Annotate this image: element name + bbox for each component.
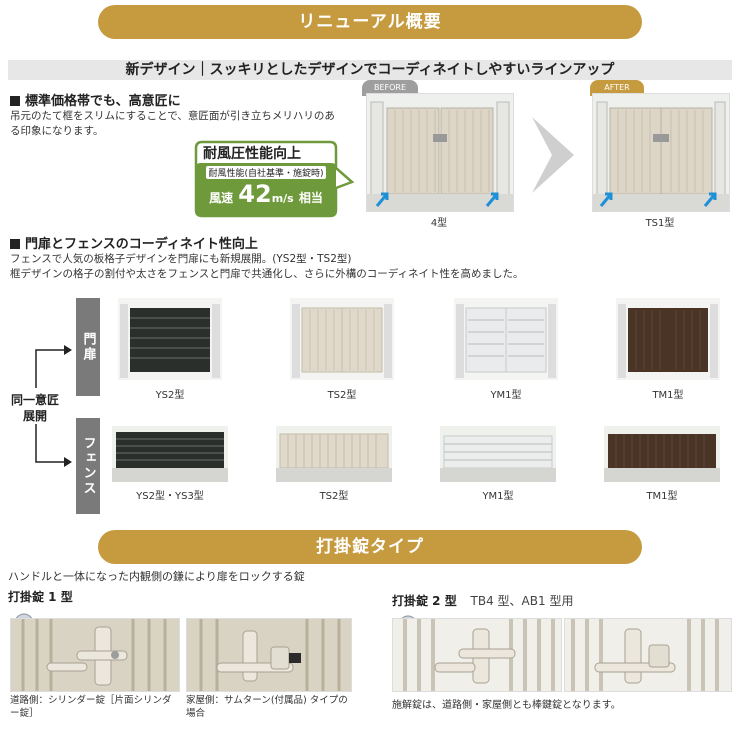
fence-caption: TS2型 <box>319 491 349 502</box>
fence-caption: TM1型 <box>646 491 678 502</box>
lock2-title: 打掛錠 2 型 <box>392 594 457 608</box>
description-common-frame: 框デザインの格子の割付や太さをフェンスと門扉で共通化し、さらに外構のコーディネイ… <box>10 268 524 280</box>
description-slim-frame: 吊元のたて框をスリムにすることで、意匠面が引き立ちメリハリのある印象になります。 <box>10 110 335 137</box>
bullet-square-icon <box>10 96 20 106</box>
before-gate-photo <box>366 93 514 212</box>
after-gate-illustration <box>593 94 729 211</box>
wind-prefix: 風速 <box>209 191 234 205</box>
lock2-road-illustration <box>393 619 561 691</box>
lock2-house-illustration <box>565 619 731 691</box>
heading-coordinate: 門扉とフェンスのコーディネイト性向上 <box>10 233 258 252</box>
wind-value-row: 風速 42m/s 相当 <box>196 180 336 208</box>
tab-gate: 門扉 <box>76 298 100 396</box>
lock1-house-side-photo <box>186 618 352 692</box>
lock1-road-illustration <box>11 619 179 691</box>
gate-card: TM1型 <box>616 298 720 401</box>
section-title-lock: 打掛錠タイプ <box>98 530 642 564</box>
fence-card: TS2型 <box>276 426 392 502</box>
gate-card: YM1型 <box>454 298 558 401</box>
wind-value: 42 <box>238 180 272 208</box>
after-caption: TS1型 <box>645 218 675 229</box>
gate-card: YS2型 <box>118 298 222 401</box>
description-new-lineup: フェンスで人気の板格子デザインを門扉にも新規展開。(YS2型・TS2型) <box>10 253 352 265</box>
after-badge: AFTER <box>590 80 644 96</box>
lock1-house-caption: 家屋側：サムターン(付属品) タイプの場合 <box>186 695 348 719</box>
fence-row: YS2型・YS3型 TS2型 YM1型 <box>112 426 730 506</box>
wind-suffix: 相当 <box>298 191 323 205</box>
gate-caption: YM1型 <box>490 390 522 401</box>
before-caption: 4型 <box>430 218 448 229</box>
gate-caption: YS2型 <box>155 390 185 401</box>
before-badge: BEFORE <box>362 80 418 96</box>
same-design-label: 同一意匠 展開 <box>10 393 59 423</box>
section-title-renewal: リニューアル概要 <box>98 5 642 39</box>
heading-high-design: 標準価格帯でも、高意匠に <box>10 90 181 109</box>
gate-card: TS2型 <box>290 298 394 401</box>
lock2-title-row: 打掛錠 2 型 TB4 型、AB1 型用 <box>392 592 573 609</box>
wind-unit: m/s <box>271 192 294 205</box>
gate-caption: TM1型 <box>652 390 684 401</box>
lock2-house-side-photo <box>564 618 732 692</box>
gate-illustration-ys2 <box>118 298 222 380</box>
fence-illustration-tm1 <box>604 426 720 482</box>
fence-card: YS2型・YS3型 <box>112 426 228 502</box>
gate-illustration-tm1 <box>616 298 720 380</box>
gate-illustration-ym1 <box>454 298 558 380</box>
wind-sub: 耐風性能(自社基準・施錠時) <box>206 166 326 179</box>
before-gate-illustration <box>367 94 513 211</box>
wind-title: 耐風圧性能向上 <box>203 146 301 162</box>
fence-illustration-ts2 <box>276 426 392 482</box>
fence-caption: YS2型・YS3型 <box>136 491 204 502</box>
lock2-road-side-photo <box>392 618 562 692</box>
lock-description: ハンドルと一体になった内観側の鎌により扉をロックする錠 <box>8 570 305 583</box>
gate-row: YS2型 TS2型 YM1型 <box>118 298 730 401</box>
fence-illustration-ys2-ys3 <box>112 426 228 482</box>
fence-card: YM1型 <box>440 426 556 502</box>
tab-fence: フェンス <box>76 418 100 514</box>
lock2-models: TB4 型、AB1 型用 <box>470 594 574 608</box>
fence-card: TM1型 <box>604 426 720 502</box>
lock2-caption: 施解錠は、道路側・家屋側とも棒鍵錠となります。 <box>392 700 621 711</box>
lock1-road-side-photo <box>10 618 180 692</box>
lock1-title: 打掛錠 1 型 <box>8 590 73 604</box>
gate-illustration-ts2 <box>290 298 394 380</box>
after-gate-photo <box>592 93 730 212</box>
fence-caption: YM1型 <box>482 491 514 502</box>
lock1-road-caption: 道路側：シリンダー錠［片面シリンダー錠］ <box>10 695 172 719</box>
fence-illustration-ym1 <box>440 426 556 482</box>
bracket-arrows <box>35 345 72 467</box>
chevron-right-icon <box>532 117 574 193</box>
section-subtitle: 新デザイン｜スッキリとしたデザインでコーディネイトしやすいラインアップ <box>8 60 732 80</box>
gate-caption: TS2型 <box>327 390 357 401</box>
wind-badge: 耐風性能(自社基準・施錠時) 風速 42m/s 相当 <box>196 163 336 215</box>
lock1-house-illustration <box>187 619 351 691</box>
bullet-square-icon <box>10 239 20 249</box>
